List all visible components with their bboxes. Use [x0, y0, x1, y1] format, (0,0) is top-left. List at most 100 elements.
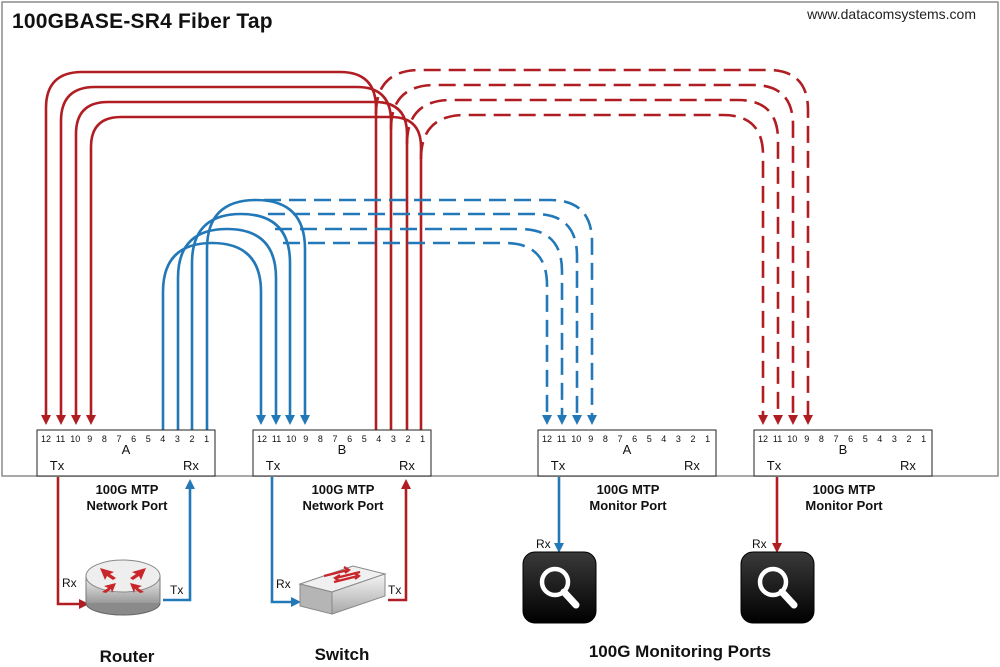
pin-number: 7	[116, 434, 121, 444]
pin-number: 7	[332, 434, 337, 444]
magnifier-icon	[539, 566, 580, 609]
pin-number: 4	[376, 434, 381, 444]
pin-number: 3	[175, 434, 180, 444]
diagram-title: 100GBASE-SR4 Fiber Tap	[12, 10, 273, 33]
rx-label: Rx	[399, 458, 415, 473]
pin-number: 5	[362, 434, 367, 444]
port-name-line2: Monitor Port	[805, 498, 883, 513]
pin-number: 12	[758, 434, 768, 444]
blue-fiber-network-a-to-b	[176, 227, 281, 430]
router-rx-tag: Rx	[62, 576, 77, 590]
pin-number: 9	[303, 434, 308, 444]
red-fiber-network-b-to-a	[71, 100, 409, 430]
tx-label: Tx	[551, 458, 566, 473]
pin-number: 9	[588, 434, 593, 444]
port-name-line1: 100G MTP	[597, 482, 660, 497]
switch-rx-link	[270, 477, 301, 607]
pin-number: 11	[557, 434, 566, 444]
monitor-b-rx-tag: Rx	[752, 537, 767, 551]
red-fiber-tap-monitor-b	[374, 68, 813, 425]
switch-rx-tag: Rx	[276, 577, 291, 591]
pin-number: 6	[632, 434, 637, 444]
pin-number: 5	[863, 434, 868, 444]
pin-number: 9	[87, 434, 92, 444]
pin-number: 12	[257, 434, 267, 444]
port-name-line1: 100G MTP	[312, 482, 375, 497]
tx-label: Tx	[50, 458, 65, 473]
router: Router	[85, 559, 161, 666]
switch: Switch	[298, 565, 387, 664]
pin-number: 8	[102, 434, 107, 444]
pin-number: 6	[347, 434, 352, 444]
pin-number: 8	[318, 434, 323, 444]
port-letter: A	[122, 442, 131, 457]
pin-number: 6	[131, 434, 136, 444]
pin-number: 11	[56, 434, 65, 444]
pin-number: 3	[676, 434, 681, 444]
blue-fiber-tap-monitor-a	[275, 227, 567, 425]
rx-label: Rx	[684, 458, 700, 473]
pin-number: 2	[405, 434, 410, 444]
switch-tx-link	[388, 479, 411, 602]
red-fiber-network-b-to-a	[41, 70, 378, 430]
pin-number: 4	[877, 434, 882, 444]
pin-number: 5	[647, 434, 652, 444]
pin-number: 11	[272, 434, 281, 444]
pin-number: 10	[70, 434, 80, 444]
pin-number: 12	[542, 434, 552, 444]
tx-label: Tx	[266, 458, 281, 473]
port-letter: A	[623, 442, 632, 457]
fiber-paths	[41, 68, 813, 609]
red-fiber-network-b-to-a	[86, 115, 423, 430]
rx-label: Rx	[183, 458, 199, 473]
monitor-a-rx-tag: Rx	[536, 537, 551, 551]
red-fiber-network-b-to-a	[56, 85, 393, 430]
pin-number: 3	[391, 434, 396, 444]
pin-number: 1	[204, 434, 209, 444]
tx-label: Tx	[767, 458, 782, 473]
blue-fiber-network-a-to-b	[161, 241, 266, 430]
port-name-line1: 100G MTP	[813, 482, 876, 497]
pin-number: 12	[41, 434, 51, 444]
port-name-line2: Monitor Port	[589, 498, 667, 513]
port-name-line2: Network Port	[303, 498, 385, 513]
website-url: www.datacomsystems.com	[807, 6, 976, 22]
pin-number: 1	[705, 434, 710, 444]
router-icon	[100, 568, 146, 593]
magnifier-icon	[757, 566, 798, 609]
port-name-line1: 100G MTP	[96, 482, 159, 497]
pin-number: 8	[819, 434, 824, 444]
blue-fiber-tap-monitor-a	[283, 241, 552, 425]
pin-number: 4	[160, 434, 165, 444]
pin-number: 7	[617, 434, 622, 444]
red-fiber-tap-monitor-b	[389, 83, 798, 425]
pin-number: 10	[286, 434, 296, 444]
monitoring-device-b	[740, 551, 815, 624]
switch-tx-tag: Tx	[388, 583, 401, 597]
router-tx-link	[163, 479, 195, 602]
tap-enclosure	[1, 1, 999, 477]
pin-number: 6	[848, 434, 853, 444]
blue-fiber-tap-monitor-a	[264, 198, 597, 425]
pin-number: 10	[571, 434, 581, 444]
port-letter: B	[839, 442, 848, 457]
pin-number: 1	[420, 434, 425, 444]
pin-number: 2	[189, 434, 194, 444]
router-rx-link	[56, 477, 89, 609]
external-devices: Router Switch	[62, 537, 815, 666]
pin-number: 8	[603, 434, 608, 444]
port-letter: B	[338, 442, 347, 457]
blue-fiber-tap-monitor-a	[268, 212, 582, 425]
red-fiber-tap-monitor-b	[419, 113, 768, 425]
red-fiber-tap-monitor-b	[405, 98, 783, 425]
monitoring-device-a	[522, 551, 597, 624]
switch-label: Switch	[315, 645, 370, 664]
rx-label: Rx	[900, 458, 916, 473]
pin-number: 2	[906, 434, 911, 444]
